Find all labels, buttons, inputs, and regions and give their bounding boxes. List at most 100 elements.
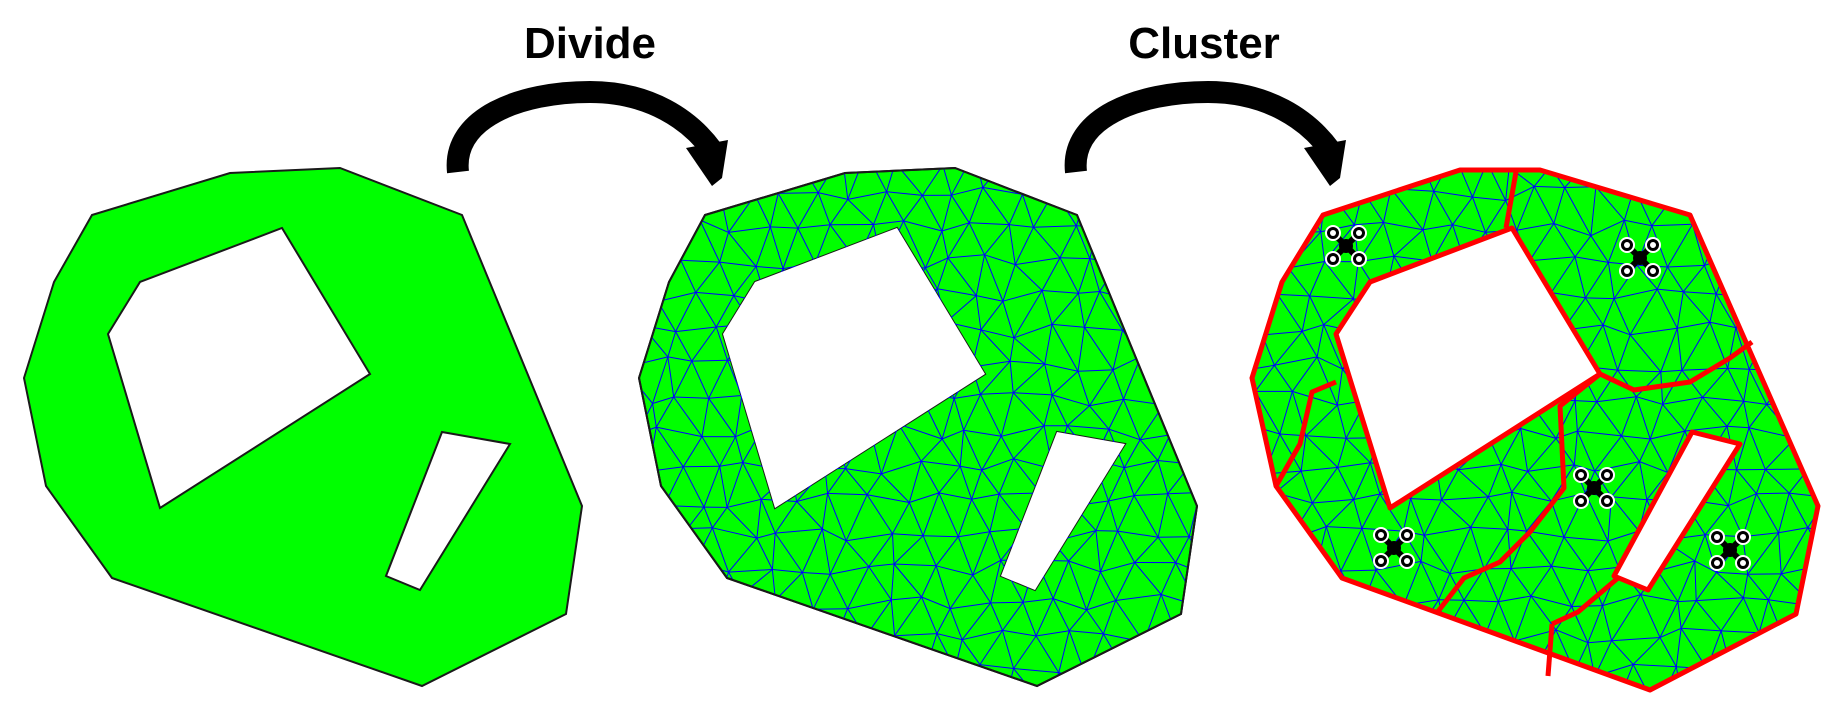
- mesh-edge: [1097, 188, 1128, 228]
- mesh-edge: [1210, 536, 1231, 576]
- mesh-edge: [1574, 256, 1609, 263]
- mesh-edge: [641, 301, 659, 326]
- mesh-edge: [1716, 155, 1754, 164]
- mesh-edge: [1500, 464, 1513, 493]
- mesh-edge: [1077, 697, 1101, 698]
- mesh-edge: [1312, 499, 1354, 504]
- mesh-edge: [1636, 264, 1658, 290]
- mesh-edge: [639, 298, 643, 326]
- mesh-edge: [1500, 463, 1528, 472]
- mesh-edge: [1681, 367, 1728, 371]
- mesh-edge: [1352, 162, 1374, 164]
- mesh-edge: [1152, 634, 1178, 669]
- mesh-edge: [1771, 665, 1810, 678]
- mesh-edge: [1205, 601, 1229, 644]
- mesh-edge: [1555, 438, 1575, 466]
- mesh-edge: [886, 191, 904, 222]
- mesh-edge: [1210, 234, 1228, 256]
- mesh-edge: [796, 492, 828, 502]
- mesh-edge: [1657, 570, 1679, 602]
- mesh-edge: [1043, 394, 1053, 426]
- mesh-edge: [682, 436, 703, 468]
- mesh-edge: [835, 636, 866, 640]
- mesh-edge: [1164, 297, 1179, 334]
- mesh-edge: [1500, 428, 1522, 465]
- mesh-edge: [639, 325, 643, 368]
- mesh-edge: [1524, 700, 1557, 703]
- mesh-edge: [963, 394, 981, 431]
- mesh-edge: [1662, 403, 1686, 432]
- mesh-edge: [726, 462, 744, 508]
- mesh-edge: [710, 672, 731, 686]
- mesh-edge: [1277, 674, 1295, 690]
- mesh-edge: [1157, 434, 1171, 461]
- mesh-edge: [784, 669, 814, 676]
- mesh-edge: [1089, 369, 1114, 407]
- mesh-edge: [673, 360, 693, 398]
- mesh-edge: [1423, 534, 1451, 574]
- mesh-edge: [1158, 268, 1179, 298]
- mesh-edge: [942, 168, 952, 196]
- mesh-edge: [971, 493, 1000, 500]
- mesh-edge: [924, 267, 938, 290]
- mesh-edge: [1000, 392, 1014, 437]
- mesh-edge: [957, 499, 973, 537]
- mesh-edge: [1316, 356, 1338, 406]
- mesh-edge: [1177, 257, 1197, 298]
- mesh-edge: [1134, 703, 1177, 708]
- mesh-edge: [639, 561, 671, 567]
- mesh-edge: [1702, 396, 1744, 402]
- mesh-edge: [866, 153, 895, 163]
- mesh-edge: [864, 636, 891, 674]
- mesh-edge: [1253, 170, 1285, 198]
- mesh-edge: [1564, 187, 1592, 236]
- mesh-edge: [1275, 190, 1297, 234]
- mesh-edge: [1051, 324, 1079, 372]
- mesh-edge: [1257, 267, 1278, 295]
- mesh-edge: [726, 498, 762, 508]
- mesh-edge: [950, 194, 970, 224]
- mesh-edge: [1799, 196, 1817, 232]
- mesh-edge: [1192, 189, 1197, 197]
- mesh-edge: [867, 494, 910, 503]
- mesh-edge: [652, 396, 674, 404]
- mesh-edge: [1359, 628, 1385, 670]
- mesh-edge: [1383, 222, 1424, 231]
- mesh-edge: [1510, 568, 1532, 597]
- mesh-edge: [949, 574, 974, 609]
- mesh-edge: [847, 566, 870, 609]
- mesh-edge: [1210, 335, 1222, 357]
- mesh-edge: [1487, 162, 1509, 167]
- mesh-edge: [1281, 630, 1317, 635]
- mesh-edge: [812, 573, 831, 610]
- mesh-edge: [846, 533, 893, 542]
- mesh-edge: [1373, 170, 1392, 189]
- mesh-edge: [1576, 430, 1596, 472]
- mesh-edge: [784, 674, 795, 686]
- mesh-edge: [1726, 699, 1758, 708]
- mesh-edge: [1213, 674, 1217, 702]
- mesh-edge: [1527, 464, 1575, 472]
- mesh-edge: [1190, 463, 1197, 470]
- mesh-edge: [1288, 261, 1325, 269]
- mesh-edge: [1177, 297, 1194, 325]
- mesh-edge: [1686, 170, 1705, 197]
- mesh-edge: [1613, 298, 1631, 336]
- mesh-edge: [727, 360, 743, 396]
- mesh-edge: [738, 594, 742, 633]
- mesh-edge: [974, 699, 1004, 702]
- mesh-edge: [1133, 235, 1160, 270]
- mesh-edge: [1200, 295, 1247, 296]
- mesh-edge: [963, 429, 1002, 437]
- mesh-edge: [740, 594, 762, 632]
- mesh-edge: [719, 261, 757, 267]
- mesh-edge: [1563, 536, 1609, 542]
- mesh-edge: [1526, 530, 1552, 567]
- mesh-edge: [998, 493, 1027, 529]
- mesh-edge: [1086, 609, 1104, 635]
- mesh-edge: [691, 326, 717, 362]
- mesh-edge: [1022, 168, 1034, 195]
- mesh-edge: [1649, 404, 1664, 440]
- mesh-edge: [1095, 500, 1109, 531]
- mesh-edge: [1660, 328, 1678, 372]
